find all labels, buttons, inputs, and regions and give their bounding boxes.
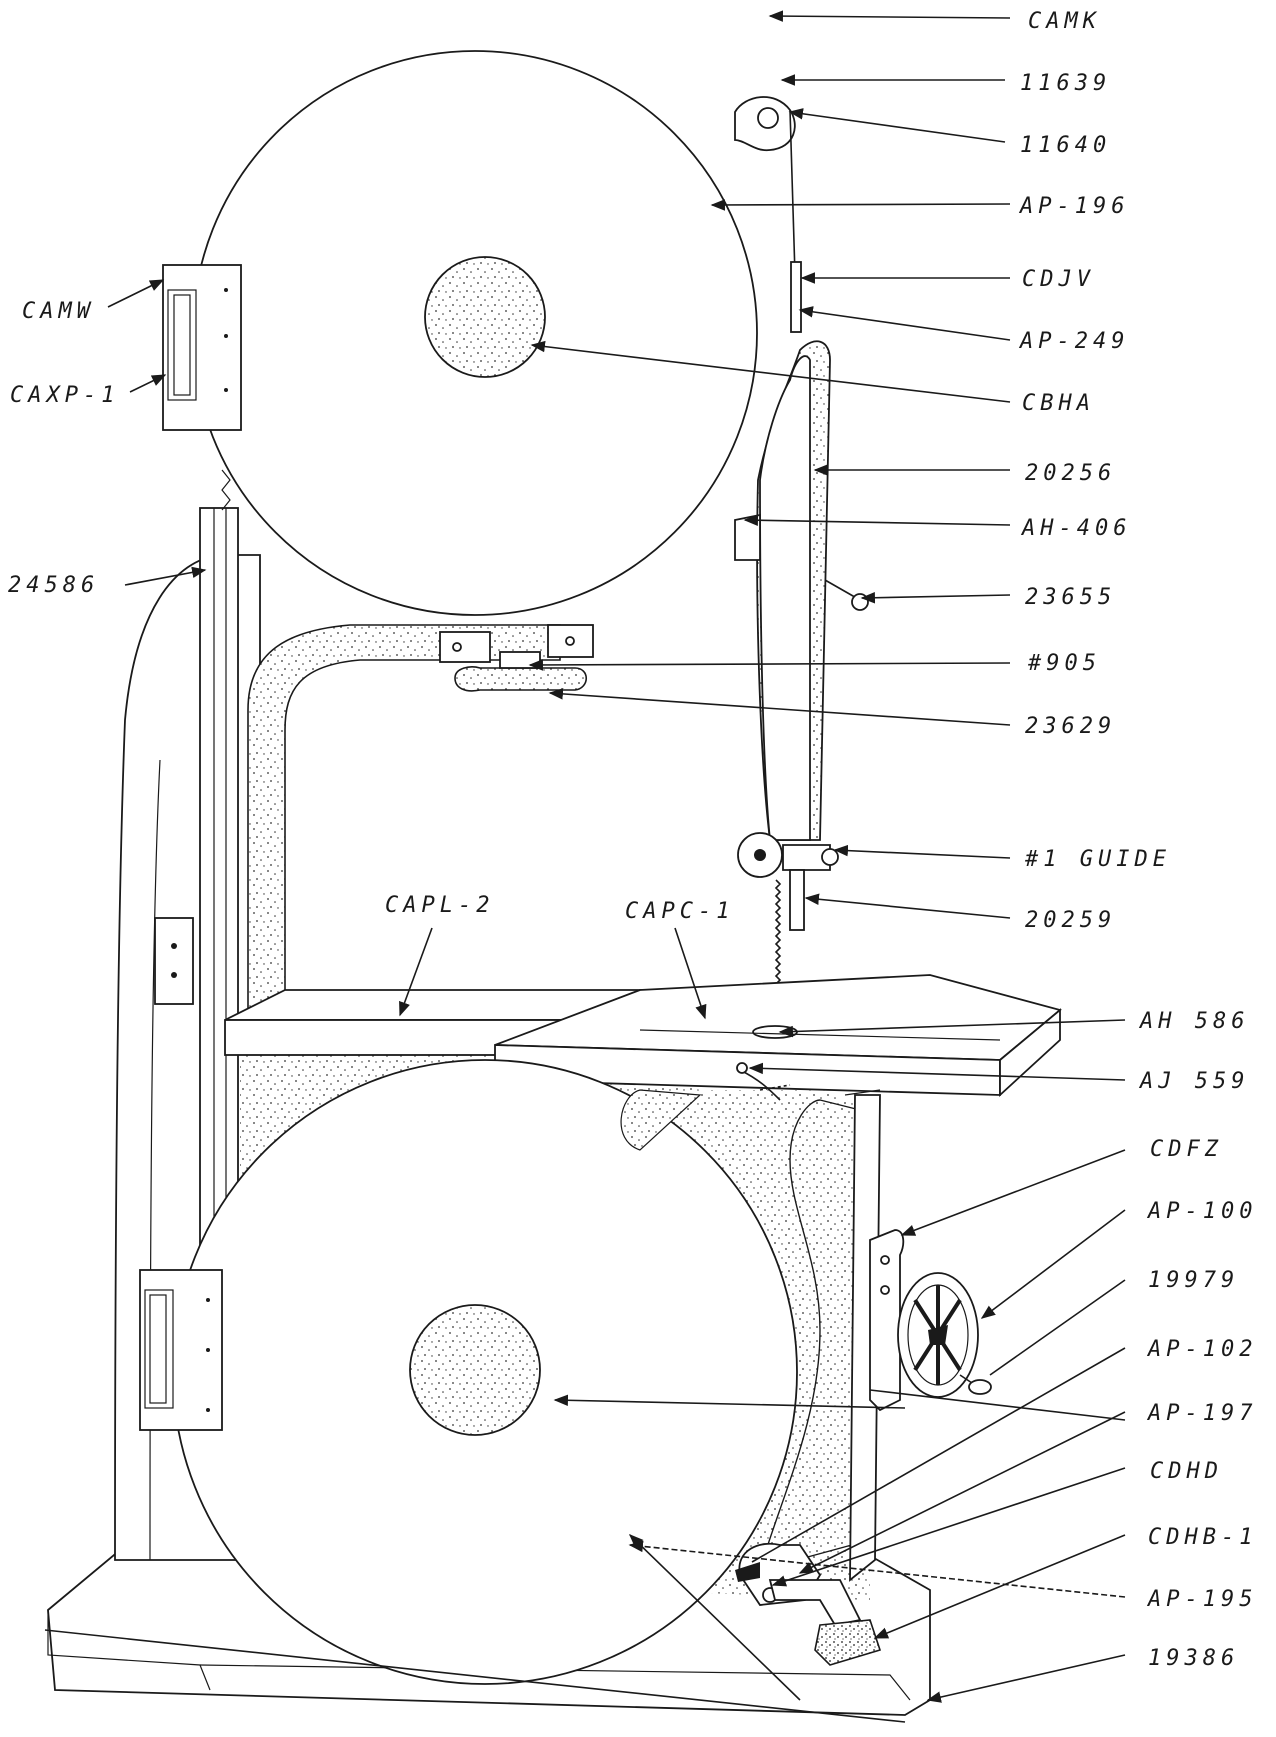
- callout-ah-406: AH-406: [1020, 516, 1131, 541]
- band-saw-illustration: [47, 50, 1062, 1716]
- callout-ap-249: AP-249: [1018, 329, 1129, 354]
- callout-cdhb-1: CDHB-1: [1148, 1525, 1257, 1550]
- callout-capl-2: CAPL-2: [385, 893, 494, 918]
- brake-pad: [814, 1619, 882, 1666]
- callout-camw: CAMW: [22, 299, 95, 324]
- callout-labels: CAMK 11639 11640 AP-196 CDJV AP-249 CBHA…: [8, 9, 1257, 1671]
- upper-hinge-plate: [162, 264, 242, 431]
- callout-20259: 20259: [1025, 908, 1116, 933]
- lever-knob: [851, 593, 869, 611]
- lower-hub: [409, 1304, 541, 1436]
- callout-ap-197: AP-197: [1146, 1401, 1257, 1426]
- callout-24586: 24586: [8, 573, 99, 598]
- callout-11639: 11639: [1020, 71, 1111, 96]
- handwheel-knob: [968, 1379, 992, 1395]
- column-plate: [154, 917, 194, 1005]
- callout-camk: CAMK: [1028, 9, 1101, 34]
- callout-caxp-1: CAXP-1: [10, 383, 119, 408]
- callout-ap-102: AP-102: [1146, 1337, 1257, 1362]
- callout-ap-195: AP-195: [1146, 1587, 1257, 1612]
- lower-cover: [758, 1099, 871, 1572]
- callout-cbha: CBHA: [1022, 391, 1095, 416]
- guide-bar-20259: [789, 869, 805, 931]
- callout-23629: 23629: [1025, 714, 1116, 739]
- callout-ap-196: AP-196: [1018, 194, 1129, 219]
- callout-11640: 11640: [1020, 133, 1111, 158]
- callout-cdfz: CDFZ: [1150, 1137, 1223, 1162]
- blade-cdjv: [790, 261, 802, 333]
- upper-hub: [424, 256, 546, 378]
- leader-lines: [44, 10, 1126, 1723]
- callout-aj-559: AJ 559: [1138, 1069, 1249, 1094]
- callout-23655: 23655: [1025, 585, 1116, 610]
- callout-905: #905: [1027, 651, 1101, 676]
- blade-guard-rail: [199, 507, 239, 1249]
- callout-20256: 20256: [1025, 461, 1116, 486]
- callout-cdjv: CDJV: [1022, 267, 1095, 292]
- tension-handle: [454, 666, 588, 692]
- callout-capc-1: CAPC-1: [625, 899, 734, 924]
- callout-19386: 19386: [1148, 1646, 1239, 1671]
- tilt-bracket: [869, 1229, 905, 1412]
- callout-ah-586: AH 586: [1138, 1009, 1249, 1034]
- hinge-block-left: [439, 631, 491, 663]
- callout-19979: 19979: [1148, 1268, 1239, 1293]
- callout-cdhd: CDHD: [1150, 1459, 1223, 1484]
- callout-1-guide: #1 GUIDE: [1024, 847, 1171, 872]
- callout-ap-100: AP-100: [1146, 1199, 1257, 1224]
